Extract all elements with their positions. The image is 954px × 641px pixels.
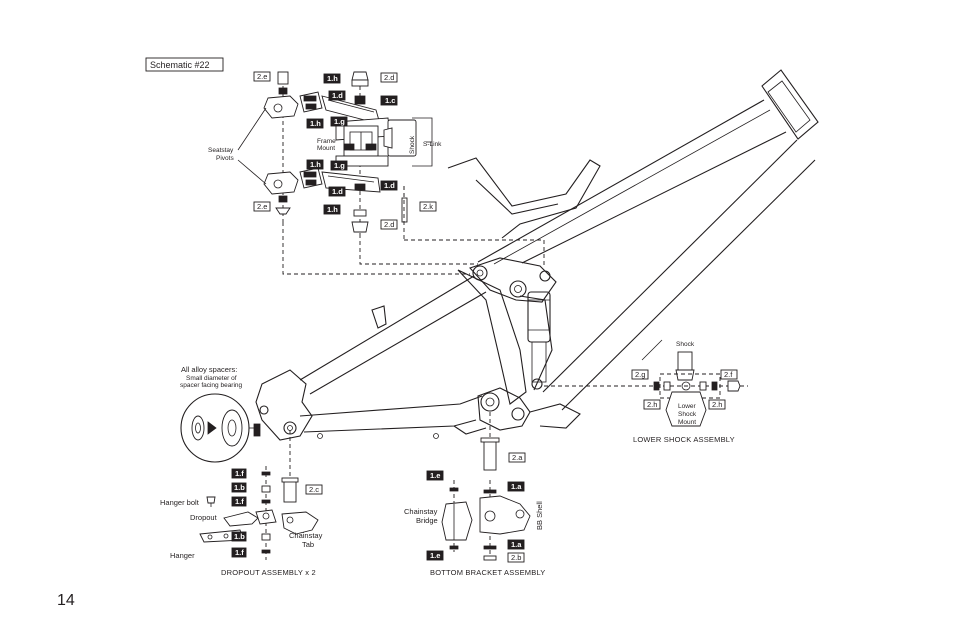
callout-1f-mid: 1.f <box>231 496 247 507</box>
svg-text:2.e: 2.e <box>257 72 267 81</box>
callout-1g-b: 1.g <box>330 160 348 171</box>
alloy-spacers-line-2: spacer facing bearing <box>180 382 243 389</box>
callout-2d-bot: 2.d <box>380 219 398 230</box>
callout-2h-left: 2.h <box>643 399 661 410</box>
seatstay-pivots-label-2: Pivots <box>216 155 234 162</box>
callout-2c: 2.c <box>305 484 323 495</box>
svg-text:1.d: 1.d <box>332 187 343 196</box>
callout-1a-top: 1.a <box>507 481 525 492</box>
svg-text:2.k: 2.k <box>423 202 433 211</box>
callout-2e-top: 2.e <box>253 71 271 82</box>
frame-mount-label-1: Frame <box>317 138 336 145</box>
svg-text:1.h: 1.h <box>310 119 321 128</box>
callout-1e-top: 1.e <box>426 470 444 481</box>
bottom-bracket-assembly <box>441 412 531 561</box>
svg-text:1.g: 1.g <box>334 161 345 170</box>
svg-text:1.f: 1.f <box>235 548 244 557</box>
schematic-title-box <box>145 57 224 72</box>
svg-text:1.f: 1.f <box>235 469 244 478</box>
svg-text:1.a: 1.a <box>511 482 522 491</box>
chainstay-tab-label-2: Tab <box>302 540 314 549</box>
callout-2f: 2.f <box>720 369 738 380</box>
dropout-assembly <box>199 430 319 560</box>
svg-text:2.h: 2.h <box>712 400 722 409</box>
alloy-spacer-detail <box>180 393 258 463</box>
callout-1c: 1.c <box>380 95 398 106</box>
part-labels: Seatstay Pivots Frame Mount Shock S-Link… <box>160 135 697 560</box>
callout-1a-bot: 1.a <box>507 539 525 550</box>
callout-1h-a: 1.h <box>323 73 341 84</box>
dropout-label: Dropout <box>190 513 218 522</box>
callout-1h-b: 1.h <box>306 118 324 129</box>
callout-tags: 2.e 1.h 2.d 1.d 1.c 1.h 1.g 1.h 1.g 1.d … <box>231 71 738 563</box>
svg-text:2.d: 2.d <box>384 220 394 229</box>
callout-1d-c: 1.d <box>380 180 398 191</box>
lower-shock-assembly <box>544 351 748 427</box>
callout-2e-bot: 2.e <box>253 201 271 212</box>
alloy-spacers-title: All alloy spacers: <box>181 365 237 374</box>
callout-2h-right: 2.h <box>708 399 726 410</box>
chainstay-tab-label-1: Chainstay <box>289 531 323 540</box>
lower-shock-mount-label-3: Mount <box>678 419 696 426</box>
hanger-label: Hanger <box>170 551 195 560</box>
s-link-label: S-Link <box>423 141 442 148</box>
svg-text:2.g: 2.g <box>635 370 645 379</box>
svg-text:1.c: 1.c <box>385 96 395 105</box>
schematic-title: Schematic #22 <box>150 60 210 70</box>
svg-text:1.b: 1.b <box>234 483 245 492</box>
seatstay-pivots-label-1: Seatstay <box>208 147 234 154</box>
svg-text:2.c: 2.c <box>309 485 319 494</box>
callout-1e-bot: 1.e <box>426 550 444 561</box>
bb-shell-label: BB Shell <box>535 501 544 530</box>
page-number: 14 <box>57 592 75 609</box>
section-captions: DROPOUT ASSEMBLY x 2 BOTTOM BRACKET ASSE… <box>221 435 735 577</box>
callout-1b-bot: 1.b <box>231 531 247 542</box>
svg-text:2.f: 2.f <box>724 370 733 379</box>
callout-2b: 2.b <box>507 552 525 563</box>
shock-lower-label: Shock <box>676 341 695 348</box>
callout-2a: 2.a <box>508 452 526 463</box>
svg-text:1.h: 1.h <box>310 160 321 169</box>
svg-text:1.f: 1.f <box>235 497 244 506</box>
svg-text:1.d: 1.d <box>384 181 395 190</box>
lower-shock-mount-label-2: Shock <box>678 411 697 418</box>
callout-1f-bot: 1.f <box>231 547 247 558</box>
callout-1f-top: 1.f <box>231 468 247 479</box>
svg-text:1.d: 1.d <box>332 91 343 100</box>
svg-text:2.h: 2.h <box>647 400 657 409</box>
callout-1d-b: 1.d <box>328 186 346 197</box>
lower-shock-mount-label-1: Lower <box>678 403 697 410</box>
lower-shock-assembly-caption: LOWER SHOCK ASSEMBLY <box>633 435 735 444</box>
alloy-spacers-line-1: Small diameter of <box>186 375 237 382</box>
chainstay-bridge-label-1: Chainstay <box>404 507 438 516</box>
svg-text:1.h: 1.h <box>327 74 338 83</box>
svg-text:1.b: 1.b <box>234 532 245 541</box>
svg-text:1.g: 1.g <box>334 117 345 126</box>
callout-2k: 2.k <box>419 201 437 212</box>
callout-1h-c: 1.h <box>306 159 324 170</box>
svg-text:1.a: 1.a <box>511 540 522 549</box>
bottom-bracket-assembly-caption: BOTTOM BRACKET ASSEMBLY <box>430 568 545 577</box>
chainstay-bridge-label-2: Bridge <box>416 516 438 525</box>
svg-text:2.b: 2.b <box>511 553 521 562</box>
dropout-assembly-caption: DROPOUT ASSEMBLY x 2 <box>221 568 316 577</box>
hanger-bolt-label: Hanger bolt <box>160 498 200 507</box>
shock-upper-label: Shock <box>409 135 416 154</box>
frame-mount-label-2: Mount <box>317 145 335 152</box>
svg-text:2.a: 2.a <box>512 453 523 462</box>
svg-text:1.h: 1.h <box>327 205 338 214</box>
callout-1b-top: 1.b <box>231 482 247 493</box>
callout-1d-a: 1.d <box>328 90 346 101</box>
svg-text:2.d: 2.d <box>384 73 394 82</box>
svg-text:2.e: 2.e <box>257 202 267 211</box>
svg-text:1.e: 1.e <box>430 471 440 480</box>
callout-1h-d: 1.h <box>323 204 341 215</box>
svg-text:1.e: 1.e <box>430 551 440 560</box>
callout-1g-a: 1.g <box>330 116 348 127</box>
callout-2d-top: 2.d <box>380 72 398 83</box>
callout-2g: 2.g <box>631 369 649 380</box>
